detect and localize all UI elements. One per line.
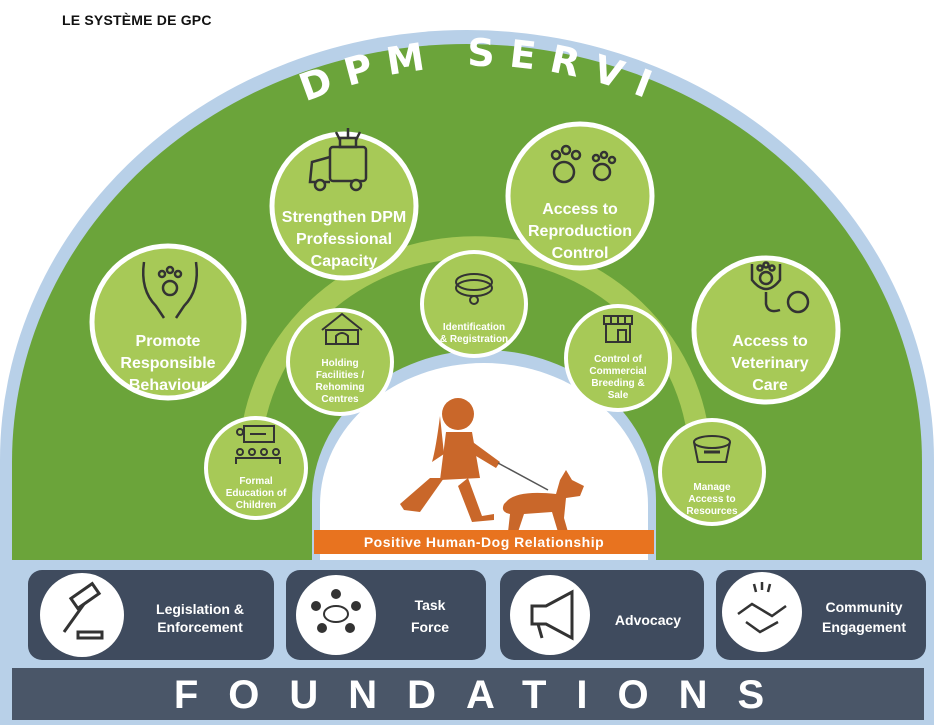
inner-service-arc [239, 236, 711, 473]
pillar-legislation-line1: Legislation & [156, 601, 244, 617]
service-reproduction-line3: Control [552, 245, 609, 262]
service-strengthen-line3: Capacity [311, 253, 378, 270]
pillar-community: Community Engagement [716, 570, 926, 660]
stethoscope-paw-icon [750, 261, 810, 314]
girl-arm [466, 440, 500, 468]
page-title: LE SYSTÈME DE GPC [62, 12, 212, 28]
service-holding-line1: Holding [321, 358, 358, 369]
girl-head [442, 398, 474, 430]
pillar-taskforce-line1: Task [415, 597, 446, 613]
leash [497, 462, 549, 491]
pillar-advocacy-line1: Advocacy [615, 612, 681, 628]
center-dome [320, 363, 648, 560]
pillar-legislation: Legislation & Enforcement [28, 570, 274, 660]
service-reproduction-line1: Access to [542, 201, 618, 218]
girl-hair [432, 416, 444, 462]
pillar-taskforce: Task Force [286, 570, 486, 660]
service-identification: Identification & Registration [420, 250, 528, 358]
collar-icon [455, 273, 493, 305]
service-reproduction-line2: Reproduction [528, 223, 632, 240]
service-resources-line3: Resources [686, 506, 738, 517]
service-holding-line3: Rehoming [316, 382, 365, 393]
service-promote-line1: Promote [136, 333, 201, 350]
megaphone-icon [530, 589, 574, 641]
service-strengthen: Strengthen DPM Professional Capacity [269, 128, 419, 281]
gavel-icon [62, 581, 104, 640]
service-holding-line2: Facilities / [316, 370, 365, 381]
service-commercial-line1: Control of [594, 354, 642, 365]
pillar-community-line1: Community [826, 599, 903, 615]
service-education-line2: Education of [226, 488, 287, 499]
pillar-taskforce-line2: Force [411, 619, 449, 635]
service-commercial-line2: Commercial [589, 366, 646, 377]
pillar-advocacy: Advocacy [500, 570, 704, 660]
service-veterinary-line3: Care [752, 377, 788, 394]
girl-walking-dog-figure [400, 398, 584, 532]
service-strengthen-line1: Strengthen DPM [282, 209, 406, 226]
service-education-line3: Children [236, 500, 277, 511]
dog-bowl-icon [693, 435, 731, 463]
foundations-bar [12, 668, 924, 720]
service-promote-line2: Responsible [120, 355, 215, 372]
service-education-line1: Formal [239, 476, 273, 487]
service-promote-line3: Behaviour [129, 377, 207, 394]
shop-icon [603, 315, 633, 343]
service-commercial-line4: Sale [608, 390, 629, 401]
service-resources-line1: Manage [693, 482, 731, 493]
handshake-icon [737, 582, 787, 634]
service-reproduction: Access to Reproduction Control [505, 121, 655, 271]
service-resources: Manage Access to Resources [658, 418, 766, 526]
service-promote: Promote Responsible Behaviour [89, 243, 247, 401]
relationship-label: Positive Human-Dog Relationship [364, 534, 604, 550]
service-identification-line1: Identification [443, 322, 505, 333]
service-identification-line2: & Registration [440, 334, 508, 345]
service-education: Formal Education of Children [204, 416, 308, 520]
hands-paw-icon [142, 261, 198, 319]
pillar-legislation-line2: Enforcement [157, 619, 243, 635]
service-veterinary-line2: Veterinary [731, 355, 808, 372]
service-resources-line2: Access to [688, 494, 735, 505]
pillar-community-line2: Engagement [822, 619, 906, 635]
service-commercial-line3: Breeding & [591, 378, 644, 389]
girl-leg-front [458, 478, 494, 522]
meeting-icon [311, 589, 361, 633]
van-paw-icon [308, 128, 368, 192]
classroom-icon [235, 425, 281, 464]
service-strengthen-line2: Professional [296, 231, 392, 248]
doghouse-icon [321, 312, 363, 345]
girl-leg-back [400, 478, 444, 512]
service-holding: Holding Facilities / Rehoming Centres [286, 308, 394, 416]
service-veterinary-line1: Access to [732, 333, 808, 350]
dog [502, 470, 584, 532]
paws-icon [550, 144, 617, 184]
service-veterinary: Access to Veterinary Care [691, 255, 841, 405]
relationship-banner [314, 530, 654, 554]
service-commercial: Control of Commercial Breeding & Sale [564, 304, 672, 412]
service-holding-line4: Centres [321, 394, 359, 405]
foundations-label: FOUNDATIONS [174, 673, 794, 717]
